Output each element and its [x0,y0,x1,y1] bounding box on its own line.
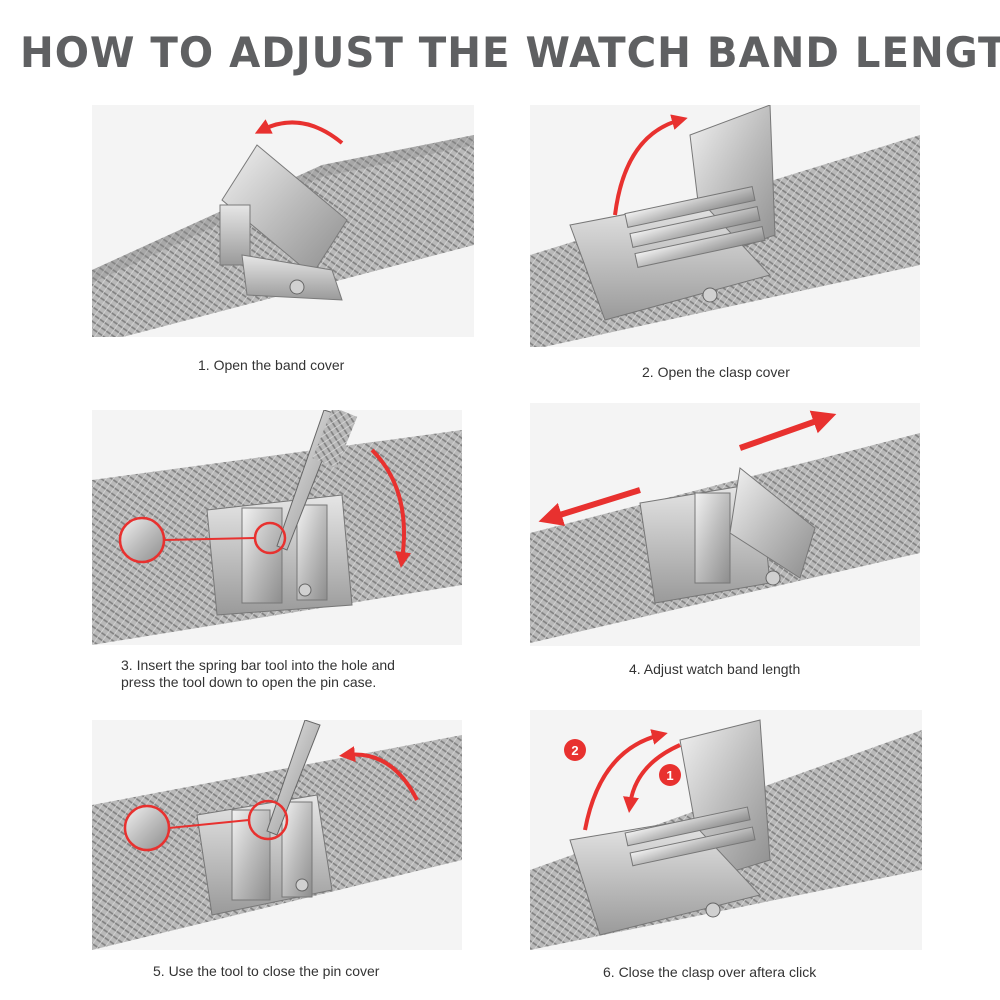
step-2-caption: 2. Open the clasp cover [642,364,790,380]
step-5-photo [92,720,462,950]
step-4-photo [530,403,920,646]
svg-text:1: 1 [666,768,673,783]
step-1-photo [92,105,474,337]
step-4-caption: 4. Adjust watch band length [629,661,801,677]
step-2-photo [530,105,920,347]
svg-text:2: 2 [571,743,578,758]
badge-1: 1 [659,764,681,786]
page-title: HOW TO ADJUST THE WATCH BAND LENGTH [20,28,1000,77]
step-3-photo [92,410,462,645]
step-3-caption-line-1: 3. Insert the spring bar tool into the h… [121,657,395,673]
step-1-caption: 1. Open the band cover [198,357,345,373]
step-6-photo: 2 1 [530,710,922,950]
step-6-caption: 6. Close the clasp over aftera click [603,964,817,980]
step-3-caption-line-2: press the tool down to open the pin case… [121,674,377,690]
arrow-right [739,410,837,451]
badge-2: 2 [564,739,586,761]
band-cover [221,144,348,276]
step-5-caption: 5. Use the tool to close the pin cover [153,963,380,979]
arrow-left [538,487,641,526]
